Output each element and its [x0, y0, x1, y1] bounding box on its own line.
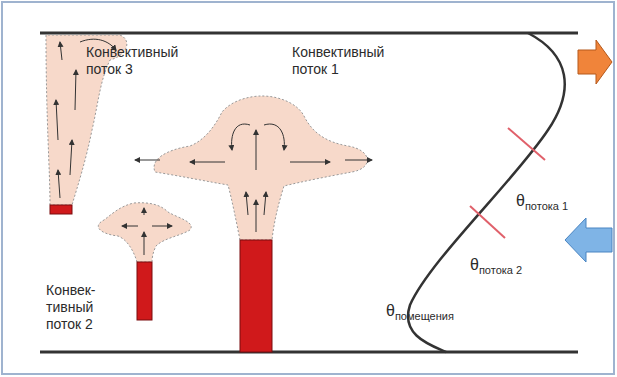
flow-label: Конвек- тивный поток 2 [46, 282, 110, 333]
temperature-mark [470, 206, 505, 238]
heat-source [240, 240, 272, 352]
frame [2, 2, 614, 374]
temperature-profile [408, 33, 565, 352]
temperature-label: θпотока 2 [470, 256, 522, 279]
convective-plume [154, 96, 367, 240]
flow-label: Конвективный поток 1 [292, 44, 392, 78]
temperature-label: θпомещения [386, 302, 454, 325]
temperature-mark [508, 128, 545, 160]
ceiling [40, 32, 578, 35]
temperature-label: θпотока 1 [516, 192, 568, 215]
floor [40, 351, 578, 354]
heat-source [137, 262, 152, 320]
supply-arrow [565, 218, 612, 262]
heat-source [50, 205, 72, 214]
convective-plume [46, 35, 127, 205]
exhaust-arrow [578, 40, 612, 84]
convective-plume [98, 203, 191, 262]
flow-label: Конвективный поток 3 [86, 44, 186, 78]
